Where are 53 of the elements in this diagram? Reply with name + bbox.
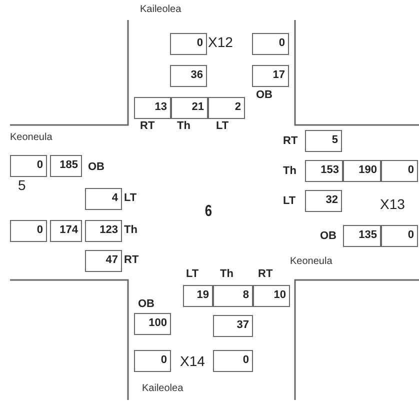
intersection-label: X14 bbox=[180, 353, 205, 369]
movement-label: Th bbox=[177, 120, 190, 132]
movement-label: RT bbox=[258, 268, 273, 280]
count-box: 17 bbox=[252, 65, 289, 87]
count-box: 190 bbox=[343, 160, 381, 182]
count-box: 0 bbox=[252, 33, 289, 55]
count-box: 153 bbox=[305, 160, 343, 182]
street-name: Kaileolea bbox=[140, 4, 182, 15]
count-box: 185 bbox=[50, 155, 82, 177]
street-name: Keoneula bbox=[290, 256, 332, 267]
count-box: 36 bbox=[170, 65, 207, 87]
count-box: 8 bbox=[213, 285, 253, 307]
intersection-label: X13 bbox=[380, 196, 405, 212]
count-box: 5 bbox=[305, 130, 342, 152]
count-box: 0 bbox=[134, 350, 171, 372]
movement-label: OB bbox=[138, 298, 154, 310]
movement-label: Th bbox=[124, 224, 138, 236]
count-box: 2 bbox=[208, 97, 245, 119]
movement-label: LT bbox=[216, 120, 229, 132]
movement-label: LT bbox=[124, 192, 137, 204]
count-box: 0 bbox=[213, 350, 253, 372]
movement-label: RT bbox=[283, 135, 298, 147]
count-box: 4 bbox=[85, 188, 122, 210]
count-box: 47 bbox=[85, 250, 122, 272]
intersection-number: 6 bbox=[204, 203, 212, 221]
movement-label: Th bbox=[283, 165, 296, 177]
count-box: 135 bbox=[343, 225, 381, 247]
street-name: Kaileolea bbox=[142, 383, 184, 394]
count-box: 0 bbox=[10, 220, 47, 242]
count-box: 19 bbox=[183, 285, 213, 307]
count-box: 123 bbox=[85, 220, 122, 242]
street-name: Keoneula bbox=[10, 132, 52, 143]
movement-label: OB bbox=[256, 89, 272, 101]
movement-label: LT bbox=[283, 195, 296, 207]
movement-label: OB bbox=[88, 161, 104, 173]
count-box: 10 bbox=[253, 285, 290, 307]
intersection-label: 5 bbox=[18, 177, 26, 193]
count-box: 0 bbox=[381, 225, 418, 247]
count-box: 37 bbox=[213, 315, 253, 337]
count-box: 0 bbox=[381, 160, 418, 182]
count-box: 0 bbox=[10, 155, 47, 177]
intersection-label: X12 bbox=[208, 34, 233, 50]
count-box: 21 bbox=[171, 97, 208, 119]
movement-label: RT bbox=[140, 120, 155, 132]
count-box: 13 bbox=[134, 97, 171, 119]
movement-label: LT bbox=[186, 268, 199, 280]
movement-label: RT bbox=[124, 254, 139, 266]
movement-label: Th bbox=[220, 268, 234, 280]
count-box: 0 bbox=[170, 33, 207, 55]
count-box: 174 bbox=[50, 220, 82, 242]
movement-label: OB bbox=[320, 230, 336, 242]
count-box: 100 bbox=[134, 313, 171, 335]
count-box: 32 bbox=[305, 190, 342, 212]
